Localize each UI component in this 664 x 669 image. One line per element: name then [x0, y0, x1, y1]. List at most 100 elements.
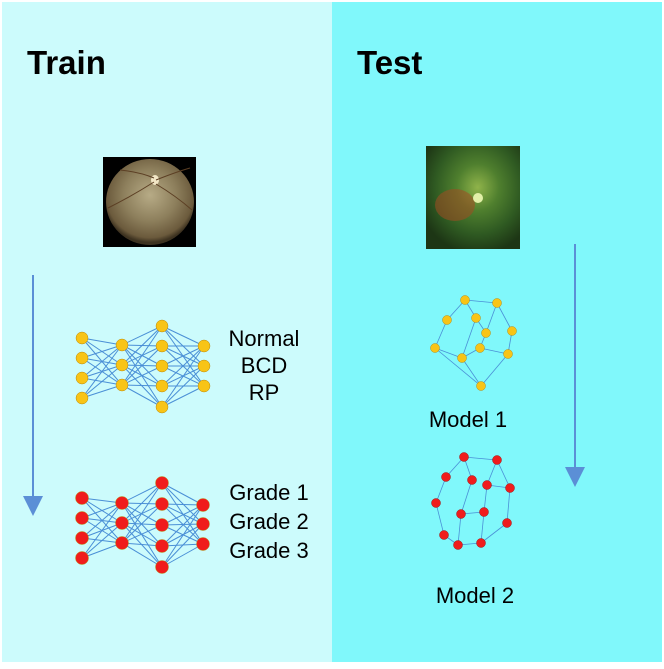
network-node: [155, 476, 169, 490]
network-edge: [81, 344, 123, 399]
label-bcd: BCD: [241, 353, 287, 378]
label-grade-3: Grade 3: [229, 538, 309, 563]
test-fundus-image: [426, 146, 520, 249]
network-edge: [121, 325, 163, 386]
label-normal: Normal: [229, 326, 300, 351]
network-edge: [81, 337, 123, 346]
network-node: [155, 539, 169, 553]
network-edge: [161, 345, 205, 367]
graph-edge: [480, 522, 508, 544]
network-edge: [81, 384, 123, 399]
graph-edge: [464, 299, 498, 304]
network-node: [155, 560, 169, 574]
graph-node: [467, 475, 477, 485]
network-edge: [161, 482, 204, 525]
network-node: [75, 551, 89, 565]
graph-node: [476, 381, 486, 391]
model-2-graph: [431, 452, 515, 550]
graph-edge: [434, 319, 448, 349]
network-node: [155, 339, 169, 353]
graph-node: [503, 349, 513, 359]
graph-edge: [480, 511, 485, 544]
model-2-label: Model 2: [436, 583, 514, 608]
graph-node: [456, 509, 466, 519]
network-edge: [81, 364, 123, 399]
network-edge: [161, 503, 204, 525]
label-grade-2: Grade 2: [229, 509, 309, 534]
network-node: [196, 498, 210, 512]
train-panel: [2, 2, 332, 662]
graph-node: [492, 298, 502, 308]
network-node: [155, 518, 169, 532]
graph-node: [430, 343, 440, 353]
graph-edge: [457, 513, 462, 546]
network-edge: [161, 482, 204, 506]
graph-edge: [461, 317, 477, 359]
network-node: [196, 537, 210, 551]
graph-edge: [485, 302, 498, 334]
network-edge: [81, 542, 123, 559]
network-edge: [121, 384, 163, 408]
network-edge: [121, 482, 163, 544]
graph-node: [459, 452, 469, 462]
network-edge: [121, 482, 163, 504]
network-edge: [81, 344, 123, 379]
graph-node: [460, 295, 470, 305]
network-node: [75, 351, 89, 365]
network-node: [155, 400, 169, 414]
network-node: [115, 378, 129, 392]
network-node: [155, 319, 169, 333]
network-edge: [161, 325, 205, 347]
graph-edge: [461, 357, 482, 387]
graph-edge: [496, 302, 513, 332]
network-node: [115, 536, 129, 550]
test-panel: [332, 2, 662, 662]
network-edge: [161, 345, 205, 408]
network-edge: [121, 345, 163, 386]
train-title: Train: [27, 44, 106, 81]
network-node: [75, 371, 89, 385]
network-node: [75, 511, 89, 525]
grading-network: [75, 476, 210, 574]
graph-edge: [460, 479, 473, 515]
network-edge: [121, 365, 163, 386]
graph-node: [431, 498, 441, 508]
graph-node: [492, 455, 502, 465]
network-node: [155, 379, 169, 393]
network-edge: [161, 523, 204, 568]
network-node: [75, 531, 89, 545]
network-node: [115, 516, 129, 530]
graph-node: [475, 343, 485, 353]
graph-edge: [434, 347, 482, 387]
network-edge: [161, 365, 205, 408]
network-node: [75, 331, 89, 345]
network-edge: [121, 542, 163, 568]
graph-node: [476, 538, 486, 548]
network-node: [155, 359, 169, 373]
graph-node: [441, 472, 451, 482]
graph-node: [502, 518, 512, 528]
classification-network: [75, 319, 211, 414]
label-grade-1: Grade 1: [229, 480, 309, 505]
network-edge: [81, 502, 123, 519]
network-edge: [161, 523, 204, 526]
graph-node: [481, 328, 491, 338]
network-edge: [161, 504, 204, 568]
network-edge: [121, 482, 163, 524]
network-node: [196, 517, 210, 531]
network-edge: [121, 524, 163, 544]
model-1-graph: [430, 295, 517, 391]
label-rp: RP: [249, 380, 280, 405]
graph-edge: [435, 502, 445, 536]
graph-edge: [496, 459, 511, 489]
graph-edge: [463, 456, 498, 461]
graph-node: [442, 315, 452, 325]
network-edge: [121, 325, 163, 366]
network-node: [197, 339, 211, 353]
graph-edge: [480, 353, 509, 387]
graph-node: [471, 313, 481, 323]
graph-node: [457, 353, 467, 363]
test-title: Test: [357, 44, 422, 81]
graph-edge: [434, 347, 463, 359]
network-edge: [161, 503, 204, 506]
